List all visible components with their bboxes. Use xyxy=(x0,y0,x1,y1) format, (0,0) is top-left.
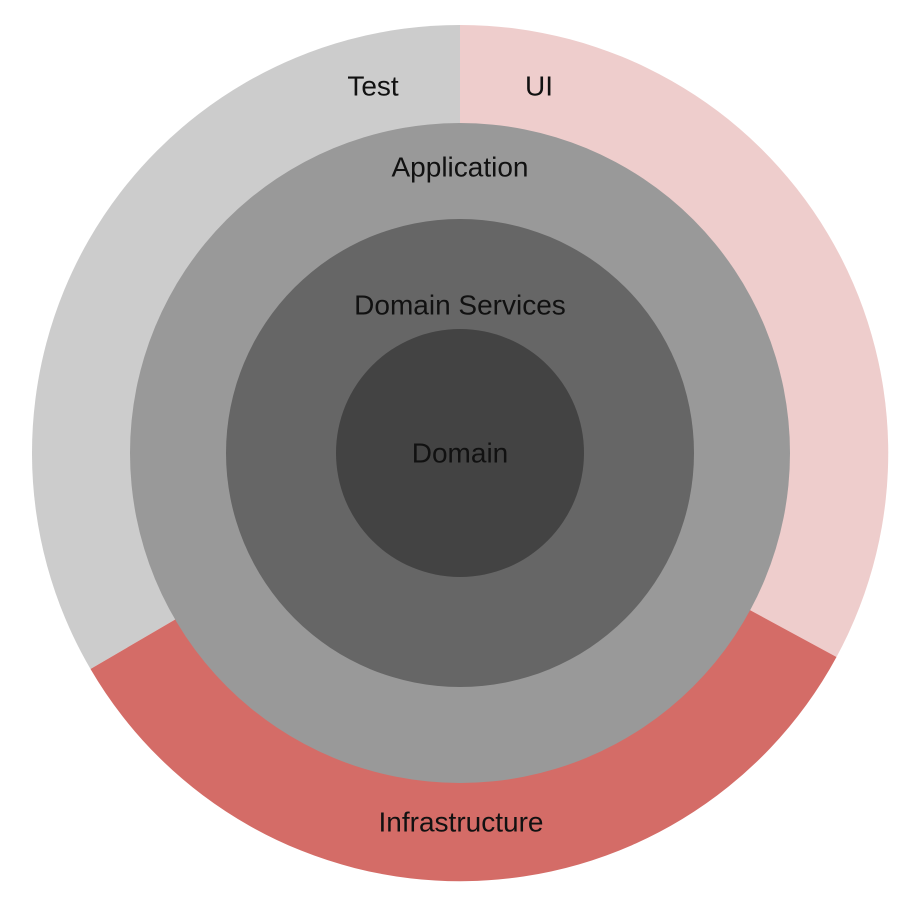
infrastructure-label: Infrastructure xyxy=(379,806,544,837)
ui-label: UI xyxy=(525,70,553,101)
domain-services-label: Domain Services xyxy=(354,289,566,320)
test-label: Test xyxy=(347,70,399,101)
domain-label: Domain xyxy=(412,437,508,468)
application-label: Application xyxy=(392,151,529,182)
domain-layer[interactable] xyxy=(336,329,584,577)
